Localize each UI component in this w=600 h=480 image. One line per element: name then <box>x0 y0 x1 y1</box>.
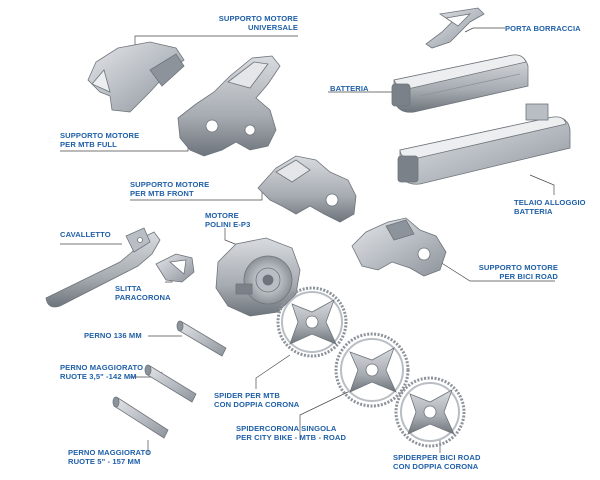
label-kickstand: CAVALLETTO <box>60 230 111 239</box>
spider-mtb-chainring <box>276 286 348 358</box>
label-line: PER CITY BIKE - MTB - ROAD <box>236 433 347 442</box>
leader-mtb-front <box>130 192 263 201</box>
label-line: TELAIO ALLOGGIO <box>514 198 586 207</box>
label-line: POLINI E-P3 <box>205 220 251 229</box>
leader-lines <box>60 27 555 455</box>
label-polini-motor: MOTORE POLINI E-P3 <box>205 211 250 229</box>
label-line: SUPPORTO MOTORE <box>478 263 558 272</box>
label-axle-142: PERNO MAGGIORATO RUOTE 3,5" -142 mm <box>60 363 143 381</box>
kickstand <box>45 227 161 308</box>
label-line: PER BICI ROAD <box>499 272 558 281</box>
label-line: RUOTE 5" - 157 mm <box>68 457 141 466</box>
leader-telaio <box>529 174 555 195</box>
label-axle-136: PERNO 136 mm <box>84 331 142 340</box>
single-spider-chainring <box>334 332 410 408</box>
label-line: SUPPORTO MOTORE <box>130 180 210 189</box>
label-spider-mtb: SPIDER PER MTB CON DOPPIA CORONA <box>214 391 299 409</box>
label-bottle-cage: PORTA BORRACCIA <box>505 24 581 33</box>
mtb-full-motor-mount <box>177 55 281 157</box>
label-line: PORTA BORRACCIA <box>505 24 581 33</box>
label-line: CON DOPPIA CORONA <box>393 462 479 471</box>
label-line: SPIDERCORONA SINGOLA <box>236 424 337 433</box>
label-battery: BATTERIA <box>330 84 369 93</box>
label-axle-157: PERNO MAGGIORATO RUOTE 5" - 157 mm <box>68 448 151 466</box>
chain-guard-slider <box>155 253 195 283</box>
leader-road <box>439 261 555 282</box>
label-universal-motor-mount: SUPPORTO MOTORE UNIVERSALE <box>219 14 298 32</box>
mtb-front-motor-mount <box>257 155 357 223</box>
battery <box>391 54 529 113</box>
label-line: BATTERIA <box>514 207 553 216</box>
leader-motore <box>224 228 241 247</box>
label-line: RUOTE 3,5" -142 mm <box>60 372 137 381</box>
spider-road-chainring <box>394 376 466 448</box>
label-line: CAVALLETTO <box>60 230 111 239</box>
label-line: BATTERIA <box>330 84 369 93</box>
bottle-cage <box>425 7 485 49</box>
label-mtb-full-motor-mount: SUPPORTO MOTORE PER MTB FULL <box>60 131 139 149</box>
road-motor-mount <box>351 217 447 277</box>
label-spider-road: SPIDERPER BICI ROAD CON DOPPIA CORONA <box>393 453 481 471</box>
leader-universale <box>134 35 298 48</box>
label-line: SPIDERPER BICI ROAD <box>393 453 481 462</box>
axle-142 <box>144 364 197 403</box>
label-mtb-front-motor-mount: SUPPORTO MOTORE PER MTB FRONT <box>130 180 209 198</box>
axle-136 <box>176 320 227 357</box>
battery-frame <box>397 103 571 185</box>
label-battery-frame: TELAIO ALLOGGIO BATTERIA <box>514 198 586 216</box>
label-line: SLITTA <box>115 284 142 293</box>
label-single-spidercorona: SPIDERCORONA SINGOLA PER CITY BIKE - MTB… <box>236 424 346 442</box>
leader-spider-mtb <box>255 354 291 389</box>
label-line: SUPPORTO MOTORE <box>60 131 140 140</box>
label-chain-guard-slider: SLITTA PARACORONA <box>115 284 171 302</box>
polini-motor <box>215 237 301 317</box>
label-line: UNIVERSALE <box>248 23 298 32</box>
label-line: PERNO 136 mm <box>84 331 142 340</box>
label-line: SPIDER PER MTB <box>214 391 280 400</box>
label-line: SUPPORTO MOTORE <box>218 14 298 23</box>
label-line: PER MTB FRONT <box>130 189 194 198</box>
leader-spidercorona <box>299 389 353 440</box>
label-line: PARACORONA <box>115 293 171 302</box>
label-line: CON DOPPIA CORONA <box>214 400 300 409</box>
label-line: PERNO MAGGIORATO <box>60 363 144 372</box>
label-line: MOTORE <box>205 211 239 220</box>
universal-motor-mount <box>87 41 185 113</box>
label-line: PER MTB FULL <box>60 140 117 149</box>
label-line: PERNO MAGGIORATO <box>68 448 152 457</box>
label-road-motor-mount: SUPPORTO MOTORE PER BICI ROAD <box>479 263 558 281</box>
axle-157 <box>112 396 169 439</box>
leader-porta-borraccia <box>464 27 505 33</box>
